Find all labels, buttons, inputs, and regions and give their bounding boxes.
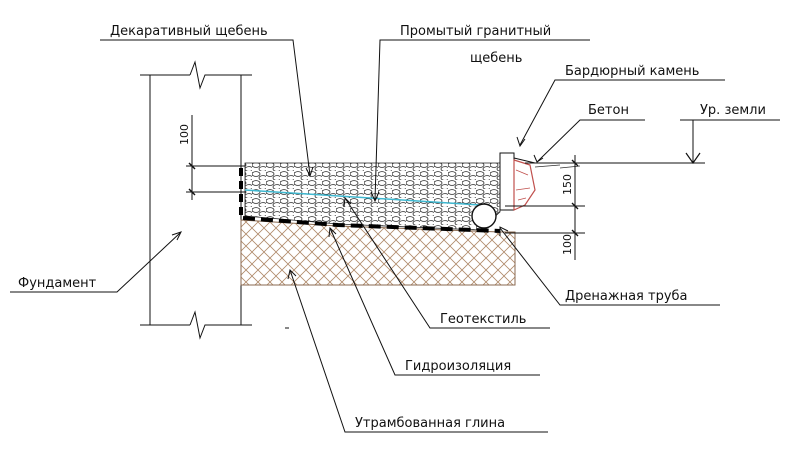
label-decorative-gravel: Декаративный щебень	[100, 24, 314, 178]
label-foundation-text: Фундамент	[18, 276, 97, 291]
concrete-support	[513, 159, 536, 211]
label-geotextile: Геотекстиль	[343, 196, 550, 329]
label-geotextile-text: Геотекстиль	[440, 312, 526, 327]
label-drain-pipe-text: Дренажная труба	[565, 289, 688, 304]
label-washed-granite: Промытый гранитный щебень	[370, 24, 590, 203]
dimension-100-pipe-text: 100	[561, 234, 574, 255]
foundation-wall	[140, 60, 252, 340]
ground-level-marker	[680, 119, 780, 165]
dimension-foundation-offset: 100	[178, 115, 245, 200]
dimension-right-stack: 150 100	[505, 155, 585, 260]
curb-stone	[499, 152, 515, 211]
label-waterproofing: Гидроизоляция	[328, 226, 540, 376]
waterproofing-membrane	[239, 168, 501, 233]
label-compacted-clay: Утрамбованная глина	[287, 269, 548, 433]
dimension-150-text: 150	[561, 174, 574, 195]
label-washed-granite-line2: щебень	[470, 51, 522, 66]
label-drain-pipe: Дренажная труба	[499, 226, 720, 306]
label-concrete-text: Бетон	[588, 103, 629, 118]
label-curb-stone: Бардюрный камень	[516, 64, 725, 148]
label-curb-stone-text: Бардюрный камень	[565, 64, 699, 79]
label-waterproofing-text: Гидроизоляция	[405, 359, 511, 374]
label-washed-granite-line1: Промытый гранитный	[400, 24, 551, 39]
label-concrete: Бетон	[533, 103, 645, 163]
label-compacted-clay-text: Утрамбованная глина	[355, 416, 505, 431]
drain-pipe	[471, 203, 497, 229]
label-ground-level-text: Ур. земли	[700, 103, 766, 118]
label-decorative-gravel-text: Декаративный щебень	[110, 24, 268, 39]
water-level-line	[244, 189, 481, 206]
dimension-100-foundation-text: 100	[178, 124, 191, 145]
label-foundation: Фундамент	[10, 231, 182, 293]
